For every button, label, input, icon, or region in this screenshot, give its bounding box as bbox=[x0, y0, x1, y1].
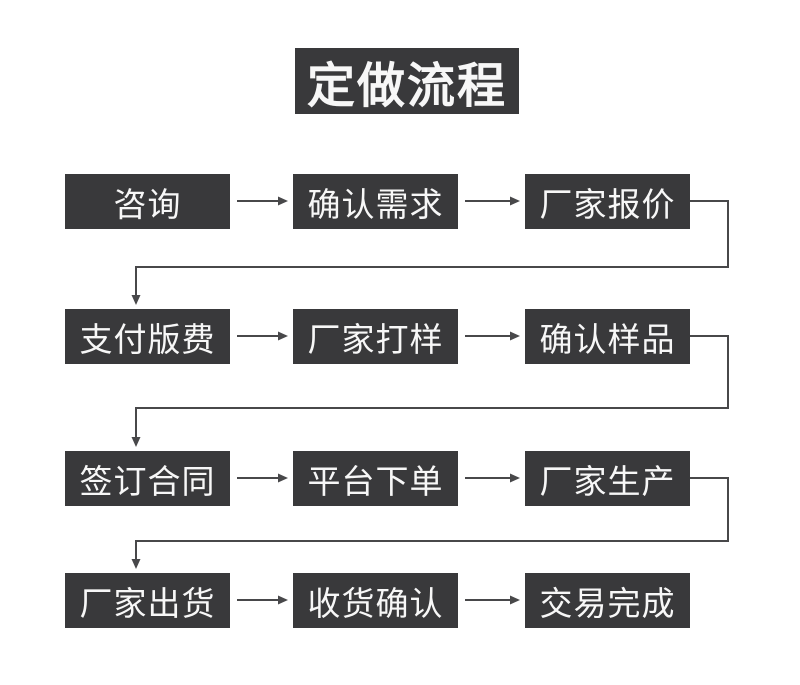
flowchart-title: 定做流程 bbox=[295, 48, 519, 114]
step-confirm-sample: 确认样品 bbox=[525, 309, 690, 364]
step-factory-production: 厂家生产 bbox=[525, 451, 690, 506]
step-consult: 咨询 bbox=[65, 174, 230, 229]
step-transaction-complete: 交易完成 bbox=[525, 573, 690, 628]
step-factory-sample: 厂家打样 bbox=[293, 309, 458, 364]
step-factory-ship: 厂家出货 bbox=[65, 573, 230, 628]
step-receipt-confirm: 收货确认 bbox=[293, 573, 458, 628]
step-pay-plate-fee: 支付版费 bbox=[65, 309, 230, 364]
step-confirm-demand: 确认需求 bbox=[293, 174, 458, 229]
step-sign-contract: 签订合同 bbox=[65, 451, 230, 506]
step-platform-order: 平台下单 bbox=[293, 451, 458, 506]
step-factory-quote: 厂家报价 bbox=[525, 174, 690, 229]
